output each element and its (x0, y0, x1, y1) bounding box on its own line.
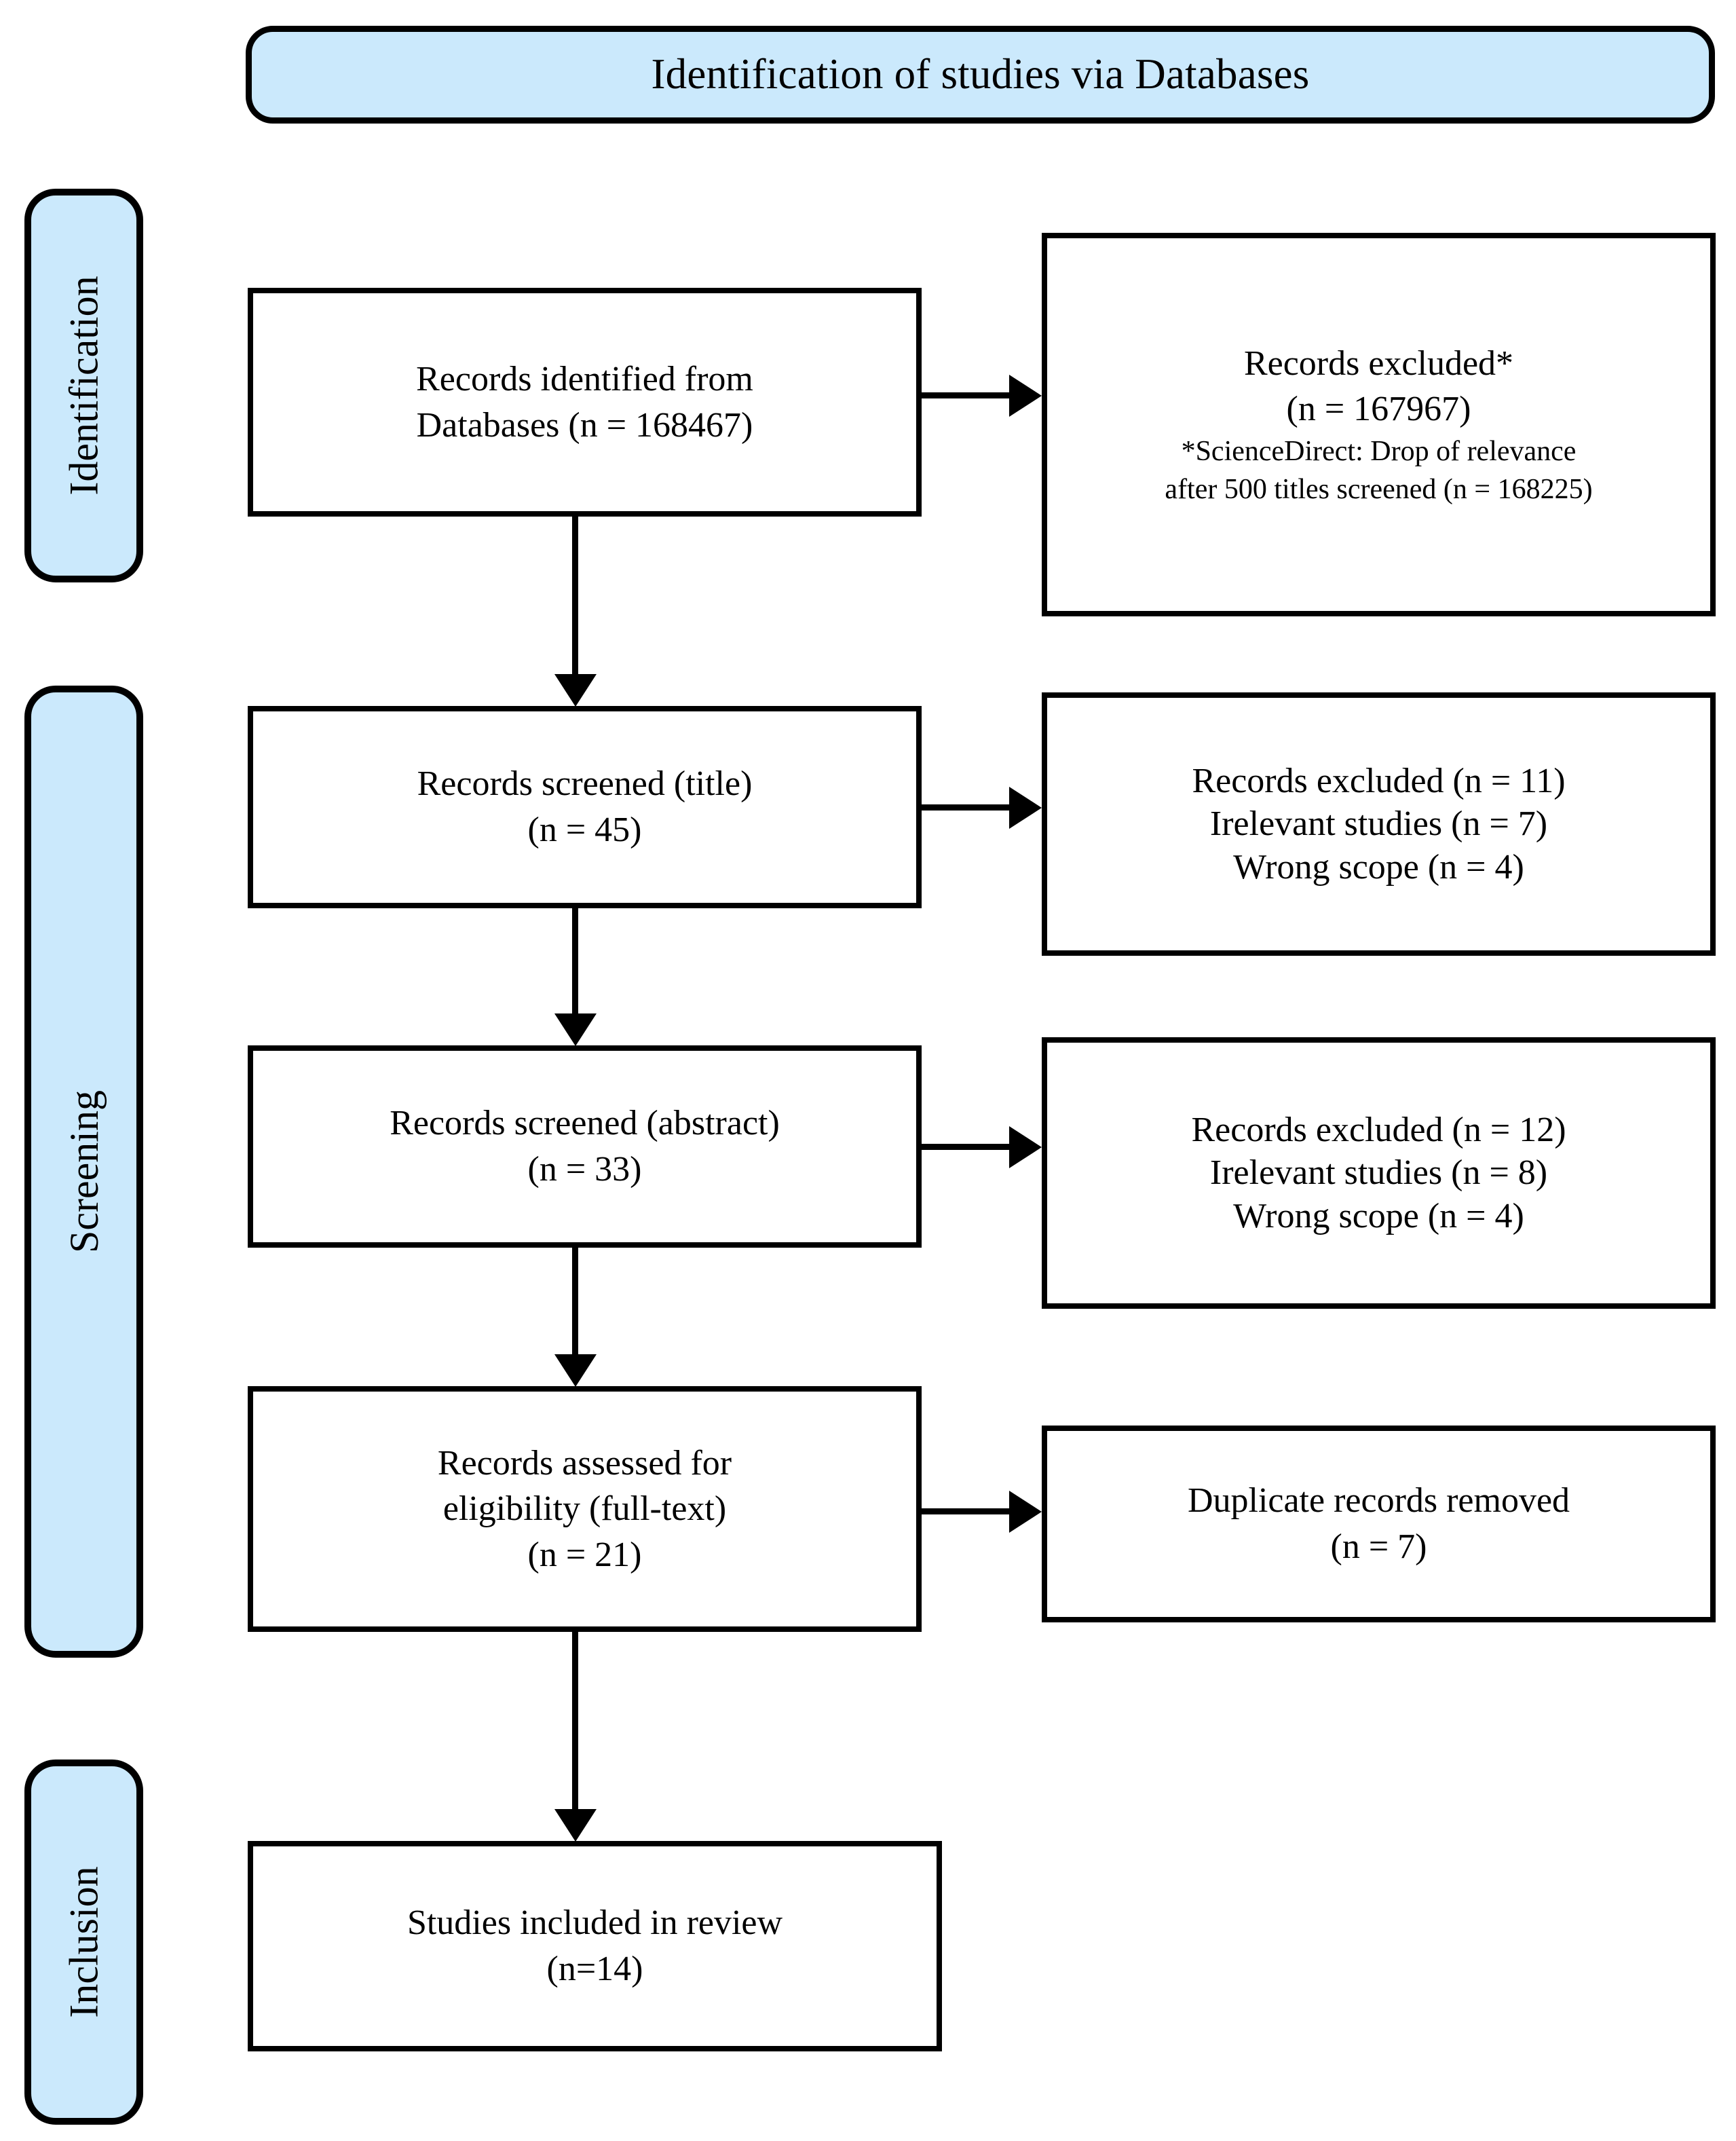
node-records-screened-abstract: Records screened (abstract) (n = 33) (248, 1045, 922, 1248)
arrowhead-right-icon (1009, 1126, 1042, 1168)
stage-label-inclusion-text: Inclusion (61, 1866, 107, 2018)
node-records-excluded-identification-footnote-2: after 500 titles screened (n = 168225) (1165, 474, 1593, 506)
node-studies-included-line-2: (n=14) (546, 1950, 643, 1988)
node-records-screened-abstract-line-1: Records screened (abstract) (390, 1104, 780, 1143)
arrow-shaft (922, 1508, 1013, 1514)
stage-label-inclusion: Inclusion (24, 1760, 143, 2125)
node-records-excluded-title: Records excluded (n = 11) Irelevant stud… (1042, 692, 1716, 956)
node-records-assessed-eligibility-line-1: Records assessed for (437, 1443, 732, 1483)
stage-label-identification-text: Identification (61, 276, 107, 496)
arrowhead-down-icon (554, 1013, 597, 1046)
node-duplicate-records-removed-line-1: Duplicate records removed (1187, 1481, 1570, 1521)
arrow-shaft (922, 392, 1013, 398)
arrowhead-down-icon (554, 1809, 597, 1842)
arrow-shaft (572, 1248, 578, 1354)
arrowhead-down-icon (554, 1354, 597, 1387)
arrow-shaft (922, 804, 1013, 811)
node-duplicate-records-removed: Duplicate records removed (n = 7) (1042, 1426, 1716, 1622)
arrow-shaft (572, 517, 578, 674)
node-records-identified-line-2: Databases (n = 168467) (416, 405, 753, 445)
node-records-excluded-title-line-3: Wrong scope (n = 4) (1233, 847, 1524, 887)
diagram-header-banner: Identification of studies via Databases (246, 26, 1715, 124)
node-records-excluded-identification-line-1: Records excluded* (1243, 343, 1514, 383)
arrow-shaft (922, 1144, 1013, 1150)
node-records-excluded-abstract-line-3: Wrong scope (n = 4) (1233, 1196, 1524, 1235)
node-records-screened-title: Records screened (title) (n = 45) (248, 706, 922, 908)
node-records-assessed-eligibility: Records assessed for eligibility (full-t… (248, 1386, 922, 1632)
node-records-excluded-title-line-2: Irelevant studies (n = 7) (1209, 804, 1548, 844)
arrowhead-down-icon (554, 674, 597, 707)
arrowhead-right-icon (1009, 1491, 1042, 1533)
node-records-excluded-identification-line-2: (n = 167967) (1286, 390, 1471, 429)
node-studies-included: Studies included in review (n=14) (248, 1841, 942, 2051)
node-records-excluded-identification: Records excluded* (n = 167967) *ScienceD… (1042, 233, 1716, 616)
node-records-identified: Records identified from Databases (n = 1… (248, 288, 922, 517)
stage-label-identification: Identification (24, 189, 143, 582)
diagram-title: Identification of studies via Databases (651, 50, 1310, 98)
arrow-shaft (572, 908, 578, 1013)
arrowhead-right-icon (1009, 375, 1042, 417)
node-records-identified-line-1: Records identified from (416, 359, 753, 398)
node-records-screened-abstract-line-2: (n = 33) (527, 1150, 642, 1189)
stage-label-screening: Screening (24, 686, 143, 1658)
node-records-excluded-abstract-line-2: Irelevant studies (n = 8) (1209, 1153, 1548, 1193)
node-records-excluded-identification-footnote-1: *ScienceDirect: Drop of relevance (1181, 435, 1577, 467)
node-records-assessed-eligibility-line-2: eligibility (full-text) (442, 1489, 727, 1529)
arrowhead-right-icon (1009, 787, 1042, 829)
node-records-excluded-abstract: Records excluded (n = 12) Irelevant stud… (1042, 1037, 1716, 1309)
node-records-assessed-eligibility-line-3: (n = 21) (527, 1535, 642, 1574)
node-records-excluded-title-line-1: Records excluded (n = 11) (1192, 761, 1566, 800)
node-duplicate-records-removed-line-2: (n = 7) (1330, 1527, 1427, 1566)
arrow-shaft (572, 1632, 578, 1809)
stage-label-screening-text: Screening (61, 1090, 107, 1253)
node-records-excluded-abstract-line-1: Records excluded (n = 12) (1191, 1110, 1566, 1149)
node-studies-included-line-1: Studies included in review (407, 1903, 783, 1943)
node-records-screened-title-line-2: (n = 45) (527, 811, 642, 849)
node-records-screened-title-line-1: Records screened (title) (417, 764, 753, 804)
